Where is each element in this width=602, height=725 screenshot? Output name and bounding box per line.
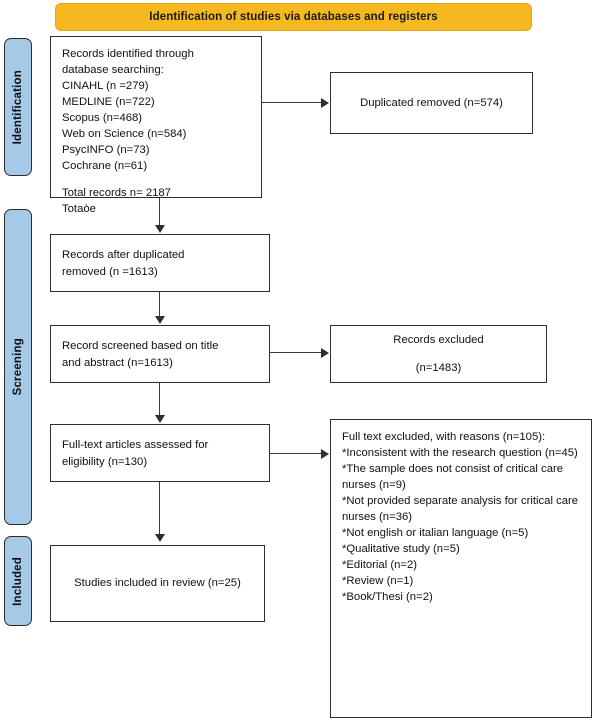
stage-bar-identification: Identification (4, 38, 32, 176)
records-identified-heading: Records identified through (62, 48, 194, 60)
exclusion-reason-language: *Not english or italian language (n=5) (342, 527, 529, 540)
source-cinahl: CINAHL (n =279) (62, 80, 149, 93)
stage-label-identification: Identification (12, 69, 24, 145)
box-records-excluded: Records excluded (n=1483) (330, 325, 547, 383)
source-cochrane: Cochrane (n=61) (62, 160, 148, 173)
box-records-after-duplicates: Records after duplicated removed (n =161… (50, 234, 270, 292)
after-duplicates-line2: removed (n =1613) (62, 265, 158, 278)
arrowhead-to-included (155, 534, 165, 542)
box-records-screened: Record screened based on title and abstr… (50, 325, 270, 383)
exclusion-reason-book-thesis: *Book/Thesi (n=2) (342, 591, 433, 604)
exclusion-reason-inconsistent-question: *Inconsistent with the research question… (342, 447, 578, 460)
connector-fulltext-to-fullexcluded (270, 453, 322, 455)
box-full-text-assessed: Full-text articles assessed for eligibil… (50, 424, 270, 482)
exclusion-reason-editorial: *Editorial (n=2) (342, 559, 418, 572)
arrowhead-to-fulltext (155, 415, 165, 423)
after-duplicates-line1: Records after duplicated (62, 249, 185, 262)
studies-included-text: Studies included in review (n=25) (74, 577, 241, 590)
stage-bar-screening: Screening (4, 209, 32, 525)
connector-identification-to-duplicates (262, 102, 322, 104)
full-text-assessed-line1: Full-text articles assessed for (62, 439, 209, 452)
diagram-banner-title: Identification of studies via databases … (55, 3, 532, 31)
source-web-of-science: Web on Science (n=584) (62, 128, 187, 141)
arrowhead-to-records-excluded (321, 348, 329, 358)
full-text-excluded-heading: Full text excluded, with reasons (n=105)… (342, 431, 546, 443)
records-screened-line1: Record screened based on title (62, 340, 219, 353)
stage-label-included: Included (12, 556, 24, 606)
connector-afterdup-to-screened (159, 292, 161, 318)
exclusion-reason-sample-not-critical-care: *The sample does not consist of critical… (342, 463, 564, 492)
duplicates-removed-text: Duplicated removed (n=574) (360, 96, 503, 109)
connector-identification-to-afterdup (159, 198, 161, 226)
spacer (62, 174, 251, 185)
exclusion-reason-no-separate-analysis: *Not provided separate analysis for crit… (342, 495, 579, 524)
arrowhead-to-full-text-excluded (321, 449, 329, 459)
connector-fulltext-to-included (159, 482, 161, 536)
box-records-identified: Records identified through database sear… (50, 36, 262, 200)
box-studies-included: Studies included in review (n=25) (50, 545, 265, 622)
arrowhead-to-screened (155, 316, 165, 324)
stage-label-screening: Screening (12, 338, 24, 396)
connector-screened-to-fulltext (159, 383, 161, 417)
source-scopus: Scopus (n=468) (62, 112, 143, 125)
records-excluded-count: (n=1483) (415, 361, 462, 374)
arrowhead-to-duplicates (321, 98, 329, 108)
records-excluded-line1: Records excluded (393, 334, 484, 347)
source-medline: MEDLINE (n=722) (62, 96, 155, 109)
full-text-assessed-line2: eligibility (n=130) (62, 455, 148, 468)
records-screened-line2: and abstract (n=1613) (62, 356, 173, 369)
records-identified-total: Total records n= 2187 (62, 187, 171, 200)
stage-bar-included: Included (4, 536, 32, 626)
arrowhead-to-afterdup (155, 225, 165, 233)
exclusion-reason-review: *Review (n=1) (342, 575, 414, 588)
stray-label-totaoe: Totaòe (62, 203, 96, 215)
connector-screened-to-excluded (270, 352, 322, 354)
exclusion-reason-qualitative-study: *Qualitative study (n=5) (342, 543, 460, 556)
records-identified-subheading: database searching: (62, 64, 164, 77)
box-duplicates-removed: Duplicated removed (n=574) (330, 72, 533, 134)
source-psycinfo: PsycINFO (n=73) (62, 144, 150, 157)
box-full-text-excluded: Full text excluded, with reasons (n=105)… (330, 419, 592, 718)
